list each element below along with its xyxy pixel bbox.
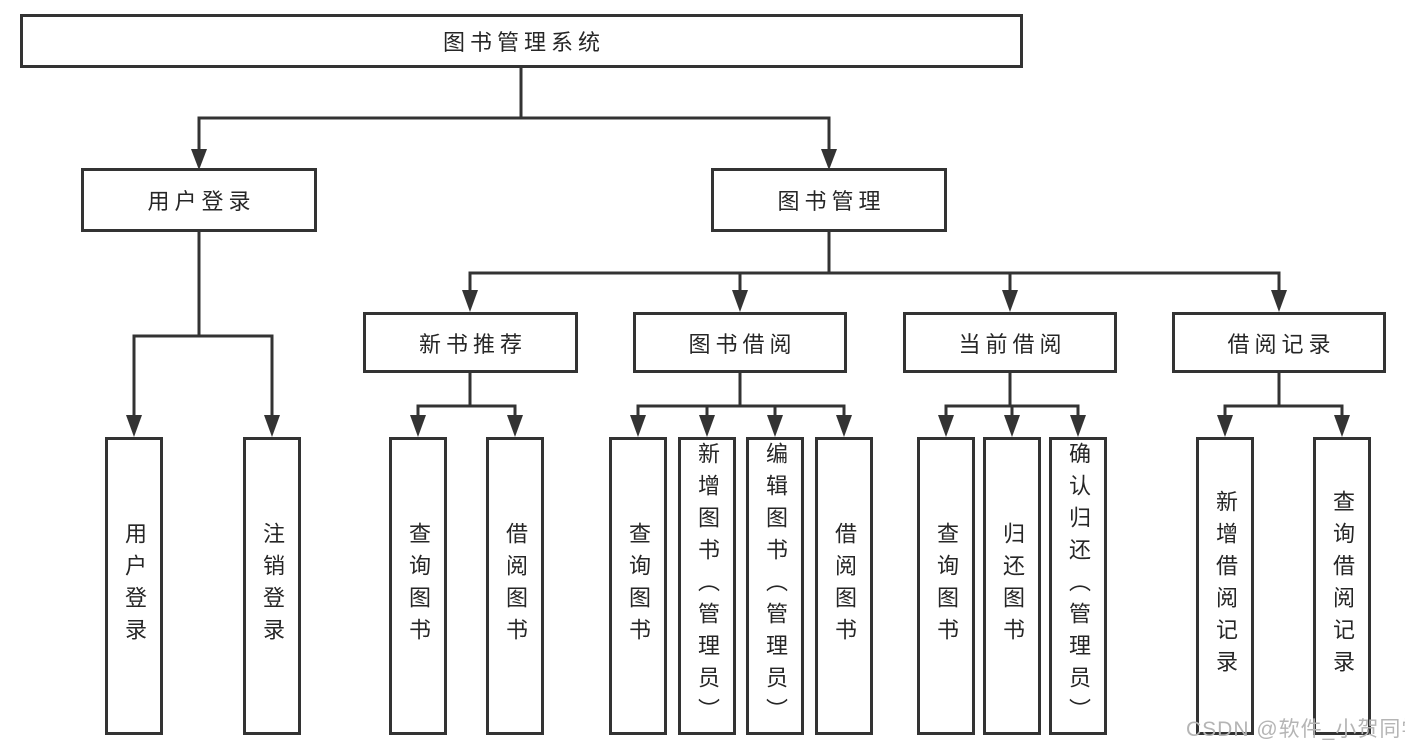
leaf-edit-books-admin: 编辑图书（管理员） bbox=[746, 437, 804, 735]
node-label: 图书管理 bbox=[777, 189, 886, 214]
leaf-user-login: 用户登录 bbox=[105, 437, 163, 735]
leaf-label: 归还图书 bbox=[1000, 522, 1025, 650]
leaf-label: 借阅图书 bbox=[832, 522, 857, 650]
leaf-label: 新增借阅记录 bbox=[1213, 490, 1238, 682]
leaf-query-books-1: 查询图书 bbox=[389, 437, 447, 735]
leaf-label: 确认归还（管理员） bbox=[1066, 442, 1091, 730]
node-current-borrowing: 当前借阅 bbox=[903, 312, 1117, 373]
leaf-confirm-return-admin: 确认归还（管理员） bbox=[1049, 437, 1107, 735]
leaf-borrow-books-2: 借阅图书 bbox=[815, 437, 873, 735]
leaf-label: 借阅图书 bbox=[503, 522, 528, 650]
root-node: 图书管理系统 bbox=[20, 14, 1023, 68]
leaf-borrow-books-1: 借阅图书 bbox=[486, 437, 544, 735]
leaf-label: 查询图书 bbox=[626, 522, 651, 650]
leaf-return-books: 归还图书 bbox=[983, 437, 1041, 735]
leaf-label: 用户登录 bbox=[122, 522, 147, 650]
leaf-query-borrow-record: 查询借阅记录 bbox=[1313, 437, 1371, 735]
watermark: CSDN @软件_小贺同学 bbox=[1186, 718, 1405, 741]
node-label: 用户登录 bbox=[147, 189, 256, 214]
node-label: 新书推荐 bbox=[418, 331, 527, 357]
node-book-borrowing: 图书借阅 bbox=[633, 312, 847, 373]
leaf-label: 编辑图书（管理员） bbox=[763, 442, 788, 730]
arrowheads bbox=[126, 149, 1350, 437]
node-label: 当前借阅 bbox=[958, 331, 1067, 357]
leaf-label: 查询图书 bbox=[406, 522, 431, 650]
node-user-login: 用户登录 bbox=[81, 168, 317, 232]
leaf-logout-login: 注销登录 bbox=[243, 437, 301, 735]
leaf-label: 查询借阅记录 bbox=[1330, 490, 1355, 682]
node-book-management: 图书管理 bbox=[711, 168, 947, 232]
root-node-label: 图书管理系统 bbox=[442, 30, 605, 55]
leaf-add-borrow-record: 新增借阅记录 bbox=[1196, 437, 1254, 735]
node-new-book-recommendation: 新书推荐 bbox=[363, 312, 578, 373]
leaf-query-books-2: 查询图书 bbox=[609, 437, 667, 735]
leaf-label: 查询图书 bbox=[934, 522, 959, 650]
node-borrowing-records: 借阅记录 bbox=[1172, 312, 1386, 373]
node-label: 借阅记录 bbox=[1227, 331, 1336, 357]
leaf-label: 新增图书（管理员） bbox=[695, 442, 720, 730]
node-label: 图书借阅 bbox=[688, 331, 797, 357]
leaf-label: 注销登录 bbox=[260, 522, 285, 650]
leaf-query-books-3: 查询图书 bbox=[917, 437, 975, 735]
leaf-add-books-admin: 新增图书（管理员） bbox=[678, 437, 736, 735]
